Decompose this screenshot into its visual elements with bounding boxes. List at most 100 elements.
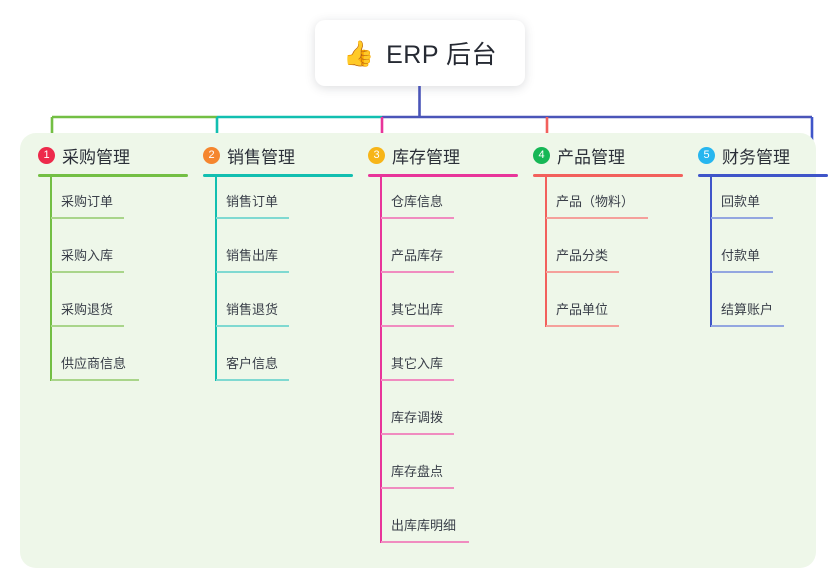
branch-item[interactable]: 其它入库 bbox=[368, 339, 518, 393]
root-node-card[interactable]: 👍 ERP 后台 bbox=[315, 20, 525, 86]
branch-item-rule bbox=[216, 217, 289, 219]
branch-item-label: 采购入库 bbox=[61, 248, 114, 263]
branch-item-label: 销售订单 bbox=[226, 194, 279, 209]
branch-item[interactable]: 产品分类 bbox=[533, 231, 683, 285]
branch-item-rule bbox=[51, 325, 124, 327]
branch-title: 库存管理 bbox=[392, 147, 460, 167]
branch-item-label: 销售出库 bbox=[226, 248, 279, 263]
branch-stem bbox=[50, 177, 52, 381]
branch-item[interactable]: 仓库信息 bbox=[368, 177, 518, 231]
branch-item[interactable]: 采购退货 bbox=[38, 285, 188, 339]
branch-item-rule bbox=[381, 541, 469, 543]
branch-item-rule bbox=[381, 379, 454, 381]
branch-item[interactable]: 采购订单 bbox=[38, 177, 188, 231]
branch-item-label: 产品分类 bbox=[556, 248, 609, 263]
branch-number-badge: 2 bbox=[203, 146, 220, 164]
branch-number-badge: 5 bbox=[698, 146, 715, 164]
branch-item-label: 付款单 bbox=[721, 248, 761, 263]
branch-item[interactable]: 结算账户 bbox=[698, 285, 828, 339]
branch-item-rule bbox=[546, 325, 619, 327]
branch-stem bbox=[710, 177, 712, 327]
branch-title: 产品管理 bbox=[557, 147, 625, 167]
branch-header-rule bbox=[698, 174, 828, 177]
branch-item[interactable]: 客户信息 bbox=[203, 339, 353, 393]
branch-title: 销售管理 bbox=[227, 147, 295, 167]
branch-header-rule bbox=[368, 174, 518, 177]
branch-item-rule bbox=[711, 325, 784, 327]
branch-item-label: 库存盘点 bbox=[391, 464, 444, 479]
branch-header-rule bbox=[533, 174, 683, 177]
branch-item-rule bbox=[546, 217, 648, 219]
branch-item[interactable]: 销售退货 bbox=[203, 285, 353, 339]
branch-item-label: 客户信息 bbox=[226, 356, 279, 371]
branch-header-3[interactable]: 3 库存管理 bbox=[368, 142, 518, 168]
branch-item-label: 出库库明细 bbox=[391, 518, 457, 533]
branches-panel bbox=[20, 133, 816, 568]
branch-title: 财务管理 bbox=[722, 147, 790, 167]
branch-item-label: 回款单 bbox=[721, 194, 761, 209]
branch-item-rule bbox=[711, 271, 773, 273]
branch-items: 产品（物料） 产品分类产品单位 bbox=[533, 177, 683, 339]
branch-item-rule bbox=[216, 271, 289, 273]
branch-header-rule bbox=[38, 174, 188, 177]
branch-item-rule bbox=[51, 379, 139, 381]
branch-item[interactable]: 采购入库 bbox=[38, 231, 188, 285]
branch-number-badge: 3 bbox=[368, 146, 385, 164]
branch-header-1[interactable]: 1 采购管理 bbox=[38, 142, 188, 168]
branch-item[interactable]: 出库库明细 bbox=[368, 501, 518, 555]
branch-header-rule bbox=[203, 174, 353, 177]
branch-item[interactable]: 库存盘点 bbox=[368, 447, 518, 501]
branch-item-label: 采购订单 bbox=[61, 194, 114, 209]
branch-column-1: 1 采购管理采购订单采购入库采购退货供应商信息 bbox=[38, 142, 188, 393]
branch-items: 回款单付款单结算账户 bbox=[698, 177, 828, 339]
branch-item-rule bbox=[51, 217, 124, 219]
branch-column-5: 5 财务管理回款单付款单结算账户 bbox=[698, 142, 828, 339]
branch-column-3: 3 库存管理仓库信息产品库存其它出库其它入库库存调拨库存盘点出库库明细 bbox=[368, 142, 518, 555]
branch-column-2: 2 销售管理销售订单销售出库销售退货客户信息 bbox=[203, 142, 353, 393]
branch-items: 采购订单采购入库采购退货供应商信息 bbox=[38, 177, 188, 393]
branch-title: 采购管理 bbox=[62, 147, 130, 167]
branch-item-rule bbox=[711, 217, 773, 219]
branch-item[interactable]: 销售出库 bbox=[203, 231, 353, 285]
branch-header-2[interactable]: 2 销售管理 bbox=[203, 142, 353, 168]
branch-item-label: 产品（物料） bbox=[556, 194, 635, 209]
branch-number-badge: 1 bbox=[38, 146, 55, 164]
branch-item-label: 结算账户 bbox=[721, 302, 774, 317]
branch-item[interactable]: 产品单位 bbox=[533, 285, 683, 339]
branch-items: 仓库信息产品库存其它出库其它入库库存调拨库存盘点出库库明细 bbox=[368, 177, 518, 555]
branch-item[interactable]: 付款单 bbox=[698, 231, 828, 285]
branch-item-label: 产品库存 bbox=[391, 248, 444, 263]
root-node-title: ERP 后台 bbox=[386, 41, 498, 69]
branch-item[interactable]: 库存调拨 bbox=[368, 393, 518, 447]
thumbs-up-icon: 👍 bbox=[342, 38, 375, 68]
branch-item-rule bbox=[216, 325, 289, 327]
branch-items: 销售订单销售出库销售退货客户信息 bbox=[203, 177, 353, 393]
branch-item-rule bbox=[51, 271, 124, 273]
branch-item-label: 产品单位 bbox=[556, 302, 609, 317]
branch-item-label: 其它出库 bbox=[391, 302, 444, 317]
branch-item-rule bbox=[546, 271, 619, 273]
branch-item-label: 库存调拨 bbox=[391, 410, 444, 425]
branch-stem bbox=[545, 177, 547, 327]
branch-item-label: 其它入库 bbox=[391, 356, 444, 371]
branch-item-rule bbox=[381, 271, 454, 273]
branch-item[interactable]: 产品库存 bbox=[368, 231, 518, 285]
branch-item[interactable]: 其它出库 bbox=[368, 285, 518, 339]
branch-item[interactable]: 销售订单 bbox=[203, 177, 353, 231]
branch-item-label: 供应商信息 bbox=[61, 356, 127, 371]
branch-item-rule bbox=[381, 217, 454, 219]
branch-header-5[interactable]: 5 财务管理 bbox=[698, 142, 828, 168]
branch-column-4: 4 产品管理产品（物料） 产品分类产品单位 bbox=[533, 142, 683, 339]
branch-item-label: 采购退货 bbox=[61, 302, 114, 317]
branch-item[interactable]: 产品（物料） bbox=[533, 177, 683, 231]
branch-item-label: 销售退货 bbox=[226, 302, 279, 317]
branch-item[interactable]: 回款单 bbox=[698, 177, 828, 231]
branch-item-rule bbox=[381, 325, 454, 327]
branch-stem bbox=[215, 177, 217, 381]
branch-item[interactable]: 供应商信息 bbox=[38, 339, 188, 393]
branch-item-rule bbox=[216, 379, 289, 381]
branch-item-label: 仓库信息 bbox=[391, 194, 444, 209]
branch-number-badge: 4 bbox=[533, 146, 550, 164]
branch-header-4[interactable]: 4 产品管理 bbox=[533, 142, 683, 168]
